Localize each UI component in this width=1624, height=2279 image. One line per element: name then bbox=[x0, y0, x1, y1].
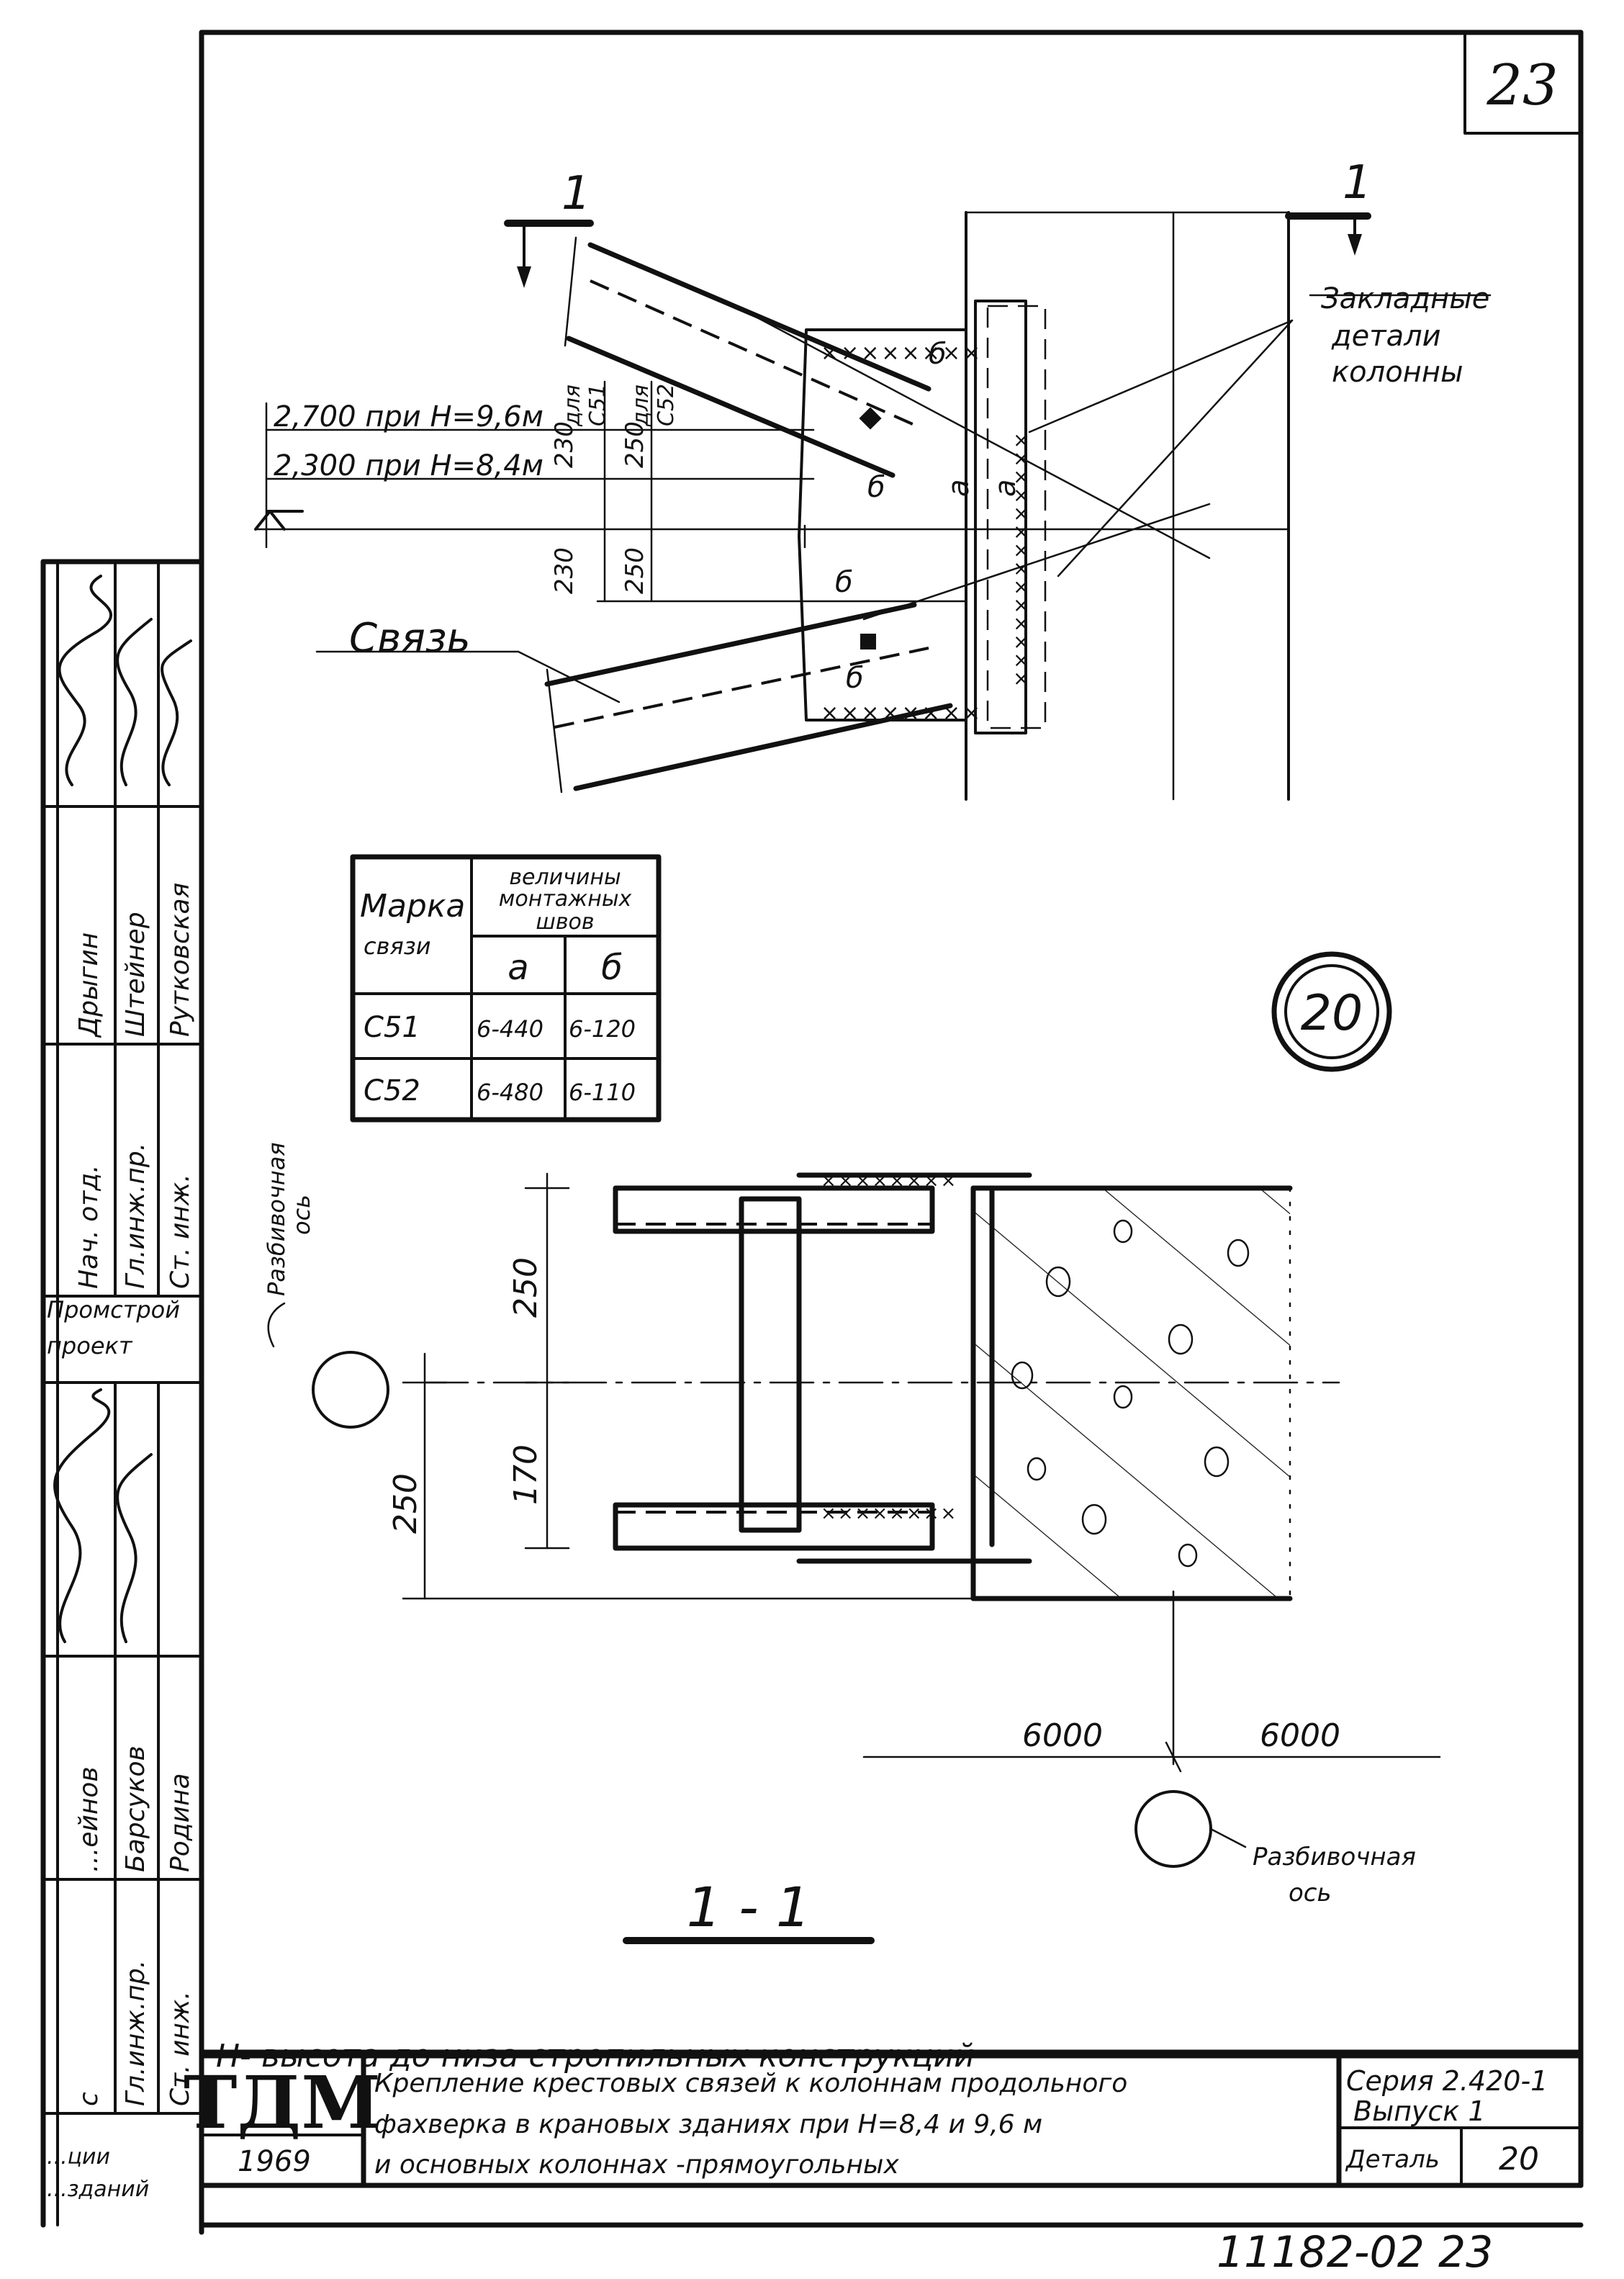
stamp-bottom-name-1: ...ейнов bbox=[74, 1766, 104, 1872]
detail-marker bbox=[1271, 951, 1392, 1072]
stamp-fragment-c: с bbox=[74, 2092, 104, 2106]
weld-a-1: а bbox=[942, 479, 975, 497]
axis-label-bottom-2: ось bbox=[1289, 1879, 1332, 1907]
embedded-parts-label-1: Закладные bbox=[1321, 282, 1489, 315]
embedded-parts-label-2: детали bbox=[1331, 320, 1441, 353]
stamp-bottom-role-2: Гл.инж.пр. bbox=[121, 1960, 150, 2106]
dim-230-upper: 230 bbox=[550, 421, 579, 468]
section-cut-mark-left: 1 bbox=[504, 167, 594, 288]
title-line-1: Крепление крестовых связей к колоннам пр… bbox=[374, 2069, 1127, 2098]
table-header-mark: Марка bbox=[360, 888, 465, 925]
detail-number: 20 bbox=[1499, 2141, 1539, 2177]
for-c52-1: для bbox=[628, 385, 654, 427]
svg-text:××××××××: ×××××××× bbox=[821, 341, 983, 366]
table-row-2-b: 6-110 bbox=[569, 1079, 636, 1106]
embedded-parts-label-3: колонны bbox=[1332, 356, 1463, 389]
table-row-2-a: 6-480 bbox=[477, 1079, 543, 1106]
title-line-2: фахверка в крановых зданиях при Н=8,4 и … bbox=[374, 2110, 1042, 2139]
weld-b-upper: б bbox=[929, 338, 947, 371]
svg-text:××××××××: ×××××××× bbox=[821, 701, 983, 726]
table-row-2-mark: С52 bbox=[364, 1074, 420, 1107]
table-header-values-3: швов bbox=[536, 909, 594, 935]
svg-text:××××××××: ×××××××× bbox=[821, 1503, 957, 1524]
stamp-fragment-bottom-2: ...зданий bbox=[47, 2177, 149, 2202]
detail-label: Деталь bbox=[1345, 2145, 1440, 2174]
sheet-number: 23 bbox=[1486, 53, 1558, 118]
table-row-1-b: 6-120 bbox=[569, 1015, 636, 1043]
title-line-3: и основных колоннах -прямоугольных bbox=[374, 2150, 899, 2180]
svg-text:1: 1 bbox=[561, 167, 591, 220]
dim-250-upper: 250 bbox=[621, 421, 649, 468]
for-c51-2: С51 bbox=[585, 384, 610, 426]
table-header-values-2: монтажных bbox=[499, 886, 632, 912]
level-2700-label: 2,700 при Н=9,6м bbox=[274, 400, 543, 433]
sheet-frame bbox=[199, 30, 1584, 2235]
issue: Выпуск 1 bbox=[1353, 2095, 1486, 2127]
stamp-role-1: Нач. отд. bbox=[74, 1164, 104, 1289]
svg-text:××××××××: ×××××××× bbox=[821, 1170, 957, 1192]
stamp-role-3: Ст. инж. bbox=[166, 1174, 195, 1289]
weld-b-lower: б bbox=[835, 566, 853, 599]
stamp-bottom-name-2: Барсуков bbox=[121, 1745, 150, 1872]
stamp-fragment-bottom-1: ...ции bbox=[47, 2144, 110, 2170]
table-header-mark-2: связи bbox=[364, 932, 431, 960]
stamp-name-3: Рутковская bbox=[166, 883, 195, 1037]
stamp-org-1: Промстрой bbox=[47, 1296, 180, 1323]
svg-text:1: 1 bbox=[1343, 156, 1372, 210]
stamp-name-1: Дрыгин bbox=[74, 932, 104, 1038]
section-title: 1 - 1 bbox=[687, 1875, 811, 1939]
table-col-b: б bbox=[601, 948, 623, 988]
axis-label-left-1: Разбивочная bbox=[263, 1142, 290, 1296]
detail-marker-number: 20 bbox=[1301, 985, 1363, 1042]
weld-b-lower-2: б bbox=[846, 662, 864, 695]
table-col-a: а bbox=[508, 948, 528, 988]
footer-code: 11182-02 23 bbox=[1217, 2227, 1493, 2278]
for-c51-1: для bbox=[560, 385, 585, 427]
level-2300-label: 2,300 при Н=8,4м bbox=[274, 449, 543, 482]
for-c52-2: С52 bbox=[654, 384, 679, 426]
svg-text:××××××××××××××: ×××××××××××××× bbox=[1010, 432, 1034, 688]
stamp-org-2: проект bbox=[47, 1332, 133, 1359]
dim-250-top: 250 bbox=[508, 1257, 544, 1318]
table-row-1-a: 6-440 bbox=[477, 1015, 543, 1043]
span-left: 6000 bbox=[1022, 1717, 1103, 1754]
weld-b-upper-2: б bbox=[867, 471, 885, 504]
axis-label-bottom-1: Разбивочная bbox=[1253, 1843, 1416, 1871]
dim-230-lower: 230 bbox=[550, 547, 579, 594]
stamp-name-2: Штейнер bbox=[121, 912, 150, 1037]
brace-label: Связь bbox=[349, 615, 471, 662]
dim-250-lower: 250 bbox=[621, 547, 649, 594]
title-block bbox=[199, 2049, 1584, 2188]
span-right: 6000 bbox=[1260, 1717, 1340, 1754]
stamp-bottom-role-3: Ст. инж. bbox=[166, 1991, 195, 2106]
weld-a-2: а bbox=[989, 479, 1022, 497]
section-cut-mark-right: 1 bbox=[1285, 156, 1372, 256]
table-header-values-1: величины bbox=[509, 865, 621, 890]
stamp-bottom-name-3: Родина bbox=[166, 1773, 195, 1872]
tdm-logo: ТДМ bbox=[184, 2060, 381, 2145]
dim-170: 170 bbox=[508, 1444, 544, 1505]
table-row-1-mark: С51 bbox=[364, 1011, 420, 1044]
year: 1969 bbox=[238, 2145, 311, 2178]
weld-table bbox=[350, 854, 662, 1123]
side-stamp bbox=[40, 559, 204, 2228]
axis-label-left-2: ось bbox=[288, 1195, 315, 1235]
stamp-role-2: Гл.инж.пр. bbox=[121, 1143, 150, 1289]
plan-view: ×××××××× ×××××××× ×××××××××××××× bbox=[254, 211, 1492, 801]
dim-250-left: 250 bbox=[387, 1473, 424, 1534]
series: Серия 2.420-1 bbox=[1346, 2065, 1548, 2097]
section-view: ×××××××× ×××××××× bbox=[267, 1170, 1441, 1944]
